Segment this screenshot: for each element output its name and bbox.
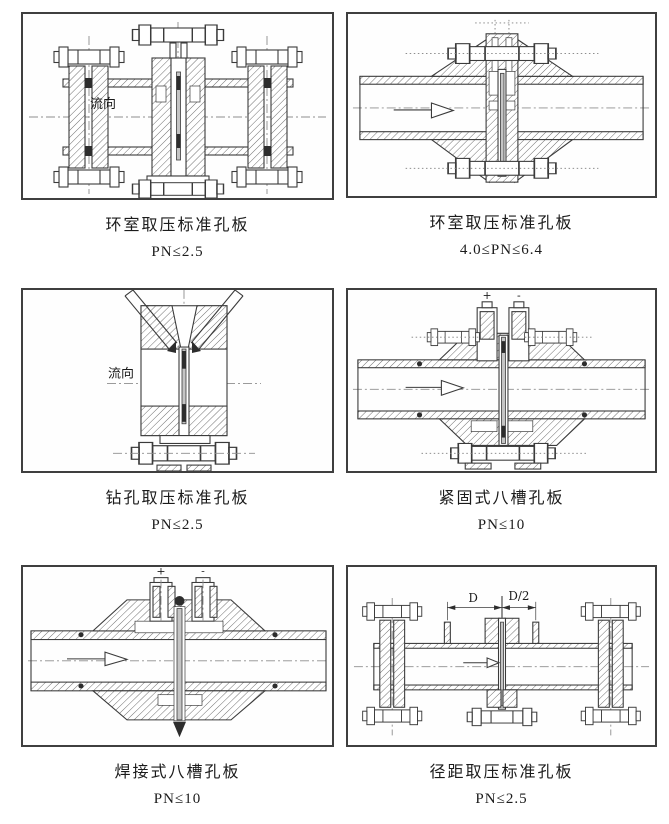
- orifice-plate-assembly: [173, 596, 186, 738]
- right-flange-pair: [247, 65, 288, 169]
- welded-eight-slot-drawing: + -: [28, 567, 327, 738]
- drawing-panel: D D/2: [346, 565, 657, 747]
- figure-pressure-rating: PN≤2.5: [475, 790, 528, 807]
- minus-tap-label: -: [517, 290, 521, 302]
- figure-pressure-rating: PN≤10: [477, 516, 526, 533]
- orifice-plate: [500, 621, 504, 706]
- figure-clamped-eight-slot-orifice: + -: [346, 288, 657, 533]
- flow-direction-label: 流向: [90, 96, 116, 111]
- pressure-tap-fittings: + -: [149, 567, 218, 622]
- orifice-plate: [176, 71, 181, 161]
- clamped-eight-slot-drawing: + -: [352, 290, 651, 470]
- wall-pressure-taps: [443, 621, 540, 644]
- annular-chamber-assembly: [131, 24, 225, 198]
- orifice-plate: [500, 72, 505, 173]
- flow-arrow-icon: [463, 657, 501, 669]
- figure-caption: 环室取压标准孔板: [429, 215, 574, 232]
- center-orifice-assembly: [466, 596, 538, 727]
- figure-caption: 环室取压标准孔板: [105, 217, 250, 234]
- flow-arrow-icon: [405, 379, 465, 397]
- figure-pressure-rating: 4.0≤PN≤6.4: [459, 241, 544, 258]
- drawing-panel: 流向: [21, 288, 334, 473]
- orifice-plate: [181, 348, 187, 425]
- figure-caption: 钻孔取压标准孔板: [105, 490, 250, 507]
- radius-tap-drawing: D D/2: [353, 589, 650, 736]
- figure-caption: 焊接式八槽孔板: [114, 764, 241, 781]
- drawing-panel: 流向: [21, 12, 334, 200]
- figure-pressure-rating: PN≤2.5: [151, 243, 204, 260]
- left-flange-pair: [362, 602, 423, 726]
- dimension-d-label: D: [468, 591, 478, 605]
- pressure-tap-studs: + -: [476, 290, 530, 362]
- left-flange-pair: [68, 65, 109, 169]
- flow-arrow-icon: [393, 102, 456, 119]
- figure-caption: 紧固式八槽孔板: [438, 490, 565, 507]
- drawing-panel: + -: [21, 565, 334, 747]
- bottom-bolt: [113, 435, 255, 471]
- figure-radius-tap-orifice: D D/2 径距取压标准孔板 PN≤2.5: [346, 565, 657, 807]
- weld-dot: [416, 361, 423, 367]
- flow-arrow-icon: [67, 651, 129, 667]
- weld-dot: [78, 632, 84, 638]
- orifice-plate: [176, 608, 183, 721]
- figure-caption: 径距取压标准孔板: [429, 764, 574, 781]
- right-flange-pair: [580, 602, 641, 726]
- minus-tap-label: -: [201, 567, 205, 578]
- flow-direction-label: 流向: [108, 366, 134, 381]
- dimension-d-half-label: D/2: [508, 589, 529, 603]
- ring-chamber-low-pn-drawing: 流向: [29, 22, 326, 198]
- flange-block: [140, 305, 228, 437]
- bottom-bolt: [421, 442, 587, 470]
- plus-tap-label: +: [483, 290, 492, 302]
- figure-welded-eight-slot-orifice: + - 焊接式八槽孔板 PN≤10: [21, 565, 334, 807]
- figure-ring-chamber-orifice-high-pn: 环室取压标准孔板 4.0≤PN≤6.4: [346, 12, 657, 258]
- figure-ring-chamber-orifice-low-pn: 流向 环室取压标准孔板 PN≤2.5: [21, 12, 334, 260]
- drilled-tap-drawing: 流向: [107, 290, 261, 471]
- plus-tap-label: +: [156, 567, 165, 578]
- top-bolt: [405, 42, 599, 65]
- figure-pressure-rating: PN≤2.5: [151, 516, 204, 533]
- ring-chamber-high-pn-drawing: [352, 19, 651, 184]
- side-bolts: [411, 328, 593, 347]
- impulse-tubes: [124, 290, 244, 353]
- figure-pressure-rating: PN≤10: [153, 790, 202, 807]
- dimension-lines: D D/2: [447, 589, 537, 621]
- drawing-panel: [346, 12, 657, 198]
- drawing-panel: + -: [346, 288, 657, 473]
- orifice-plate: [501, 336, 506, 444]
- figure-drilled-tap-orifice: 流向 钻孔取压标准孔板 PN≤2.5: [21, 288, 334, 533]
- bottom-bolt: [405, 157, 599, 180]
